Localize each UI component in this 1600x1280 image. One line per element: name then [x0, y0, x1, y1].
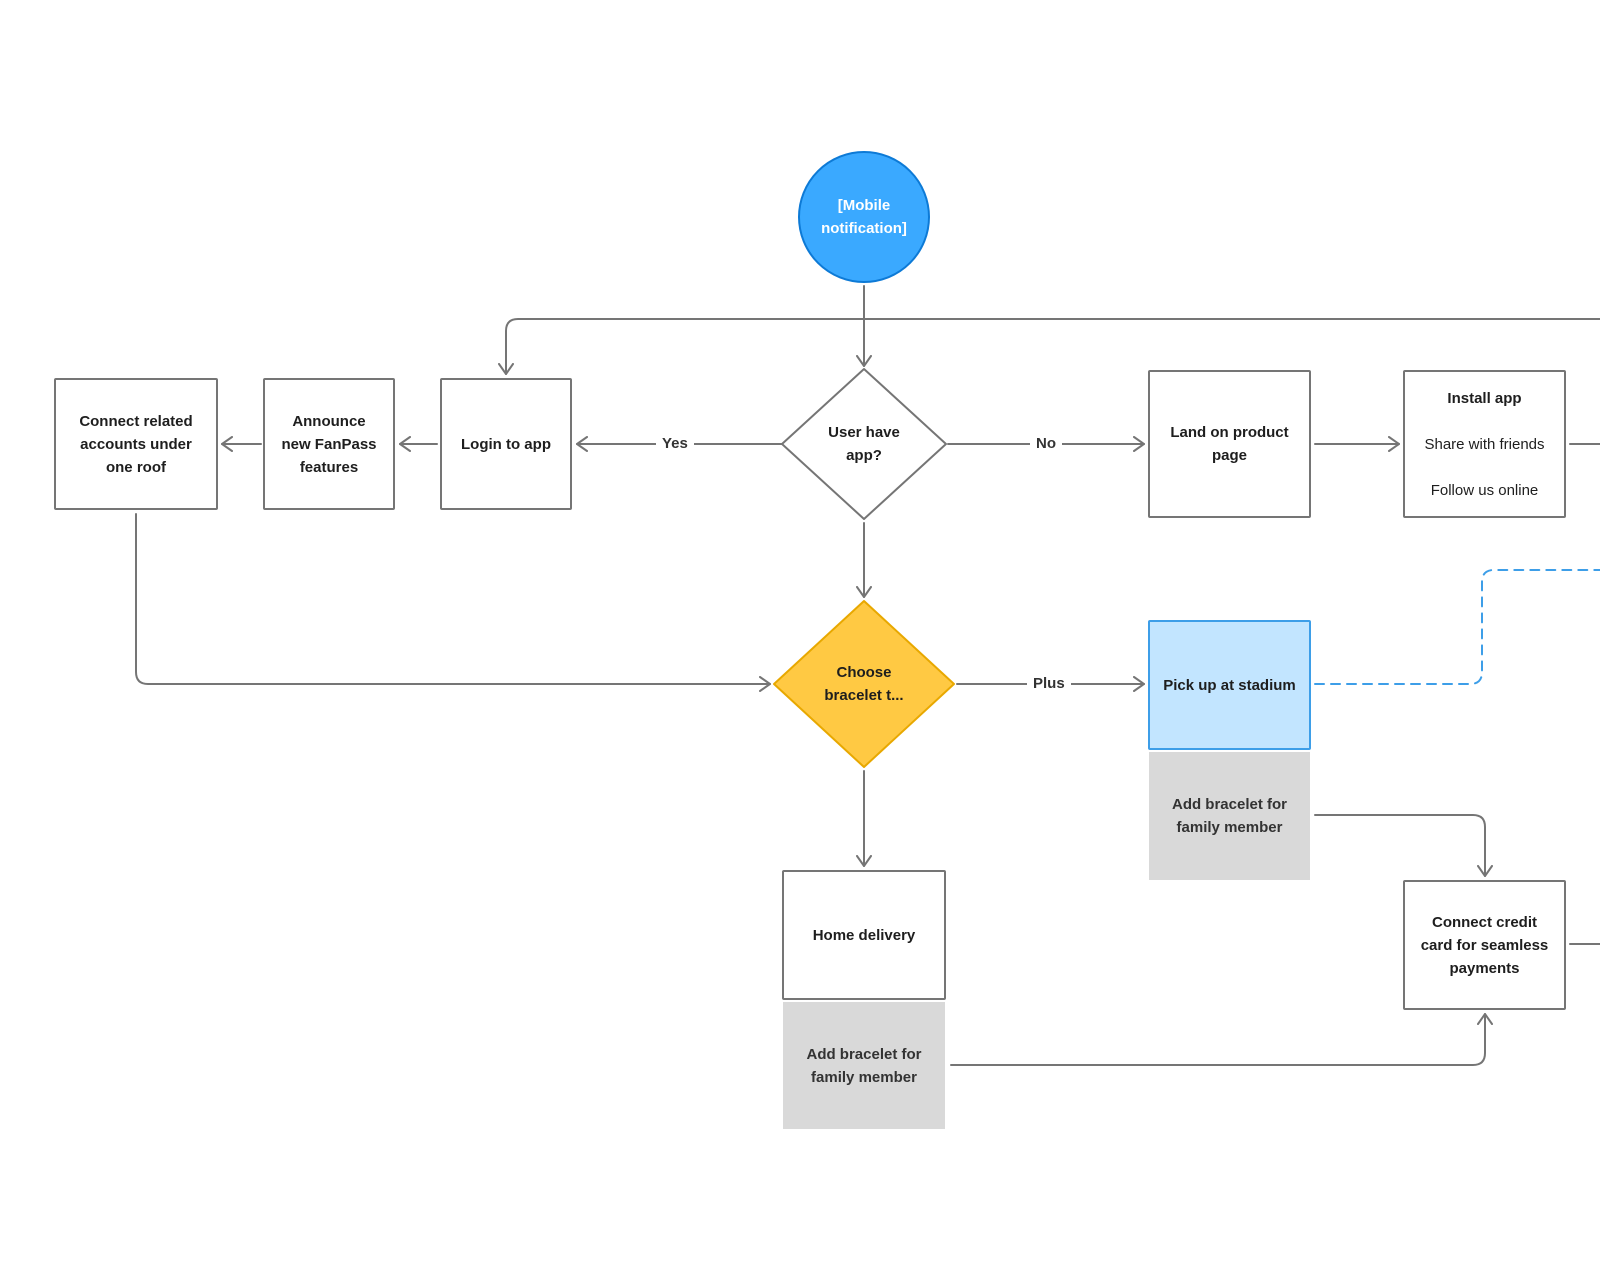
edge-pickup-dashed-link	[1314, 569, 1600, 685]
install-app-node[interactable]: Install app Share with friends Follow us…	[1403, 370, 1566, 518]
choose-bracelet-diamond	[773, 600, 955, 768]
edge-label-plus: Plus	[1027, 674, 1071, 694]
add-bracelet-home-note[interactable]: Add bracelet for family member	[783, 1002, 945, 1129]
connect-credit-card-node[interactable]: Connect credit card for seamless payment…	[1403, 880, 1566, 1010]
connect-accounts-node[interactable]: Connect related accounts under one roof	[54, 378, 218, 510]
announce-features-node[interactable]: Announce new FanPass features	[263, 378, 395, 510]
login-to-app-label: Login to app	[461, 435, 551, 453]
install-app-follow: Follow us online	[1430, 481, 1539, 499]
edge-label-no: No	[1030, 434, 1062, 454]
user-have-app-diamond	[781, 368, 947, 520]
edge-home-bracelet-to-card	[950, 1013, 1493, 1066]
pick-up-at-stadium-node[interactable]: Pick up at stadium	[1148, 620, 1311, 750]
install-app-text: Install app Share with friends Follow us…	[1424, 364, 1544, 525]
land-on-product-page-node[interactable]: Land on product page	[1148, 370, 1311, 518]
edge-top-bus-to-login	[498, 318, 1600, 375]
add-bracelet-home-label: Add bracelet for family member	[806, 1045, 922, 1086]
mobile-notification-label: [Mobile notification]	[821, 197, 907, 237]
user-have-app-label: User have app?	[828, 424, 900, 464]
install-app-share: Share with friends	[1424, 435, 1545, 453]
connect-accounts-label: Connect related accounts under one roof	[79, 412, 193, 476]
home-delivery-label: Home delivery	[812, 926, 916, 944]
connect-credit-card-label: Connect credit card for seamless payment…	[1420, 913, 1549, 977]
announce-features-label: Announce new FanPass features	[281, 412, 377, 476]
edge-stadium-bracelet-to-card	[1314, 814, 1493, 877]
start-circle	[798, 151, 930, 283]
install-app-title: Install app	[1447, 389, 1522, 407]
choose-bracelet-label: Choose bracelet t...	[824, 664, 904, 704]
land-on-product-page-label: Land on product page	[1170, 424, 1289, 464]
edge-label-yes: Yes	[656, 434, 694, 454]
pick-up-at-stadium-label: Pick up at stadium	[1163, 676, 1296, 694]
add-bracelet-stadium-label: Add bracelet for family member	[1171, 796, 1288, 836]
edge-connect-to-choose	[135, 513, 771, 692]
login-to-app-node[interactable]: Login to app	[440, 378, 572, 510]
add-bracelet-stadium-note[interactable]: Add bracelet for family member	[1149, 752, 1310, 880]
home-delivery-node[interactable]: Home delivery	[782, 870, 946, 1000]
